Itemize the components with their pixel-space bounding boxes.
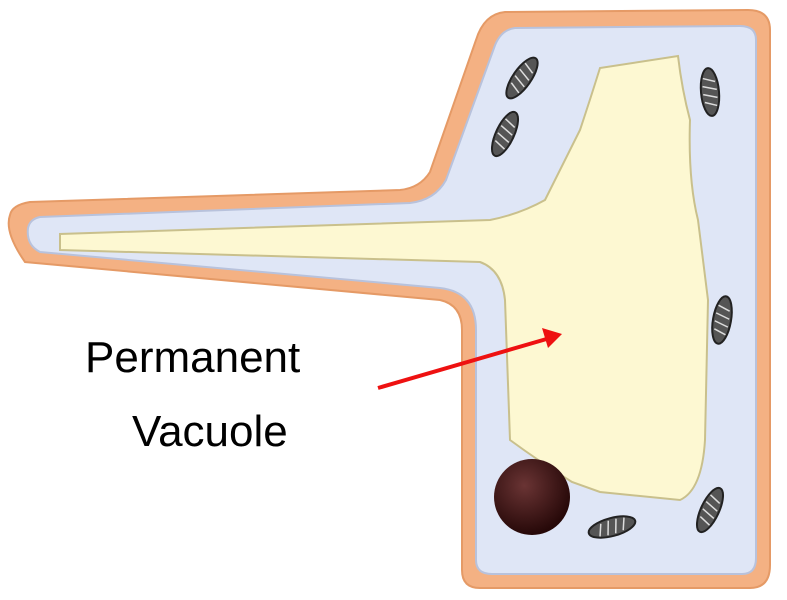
arrow-head-icon bbox=[542, 328, 562, 348]
nucleus bbox=[494, 459, 570, 535]
label-arrow bbox=[377, 336, 551, 390]
label-vacuole: Vacuole bbox=[132, 407, 288, 456]
permanent-vacuole bbox=[59, 54, 710, 502]
label-permanent: Permanent bbox=[85, 333, 300, 382]
